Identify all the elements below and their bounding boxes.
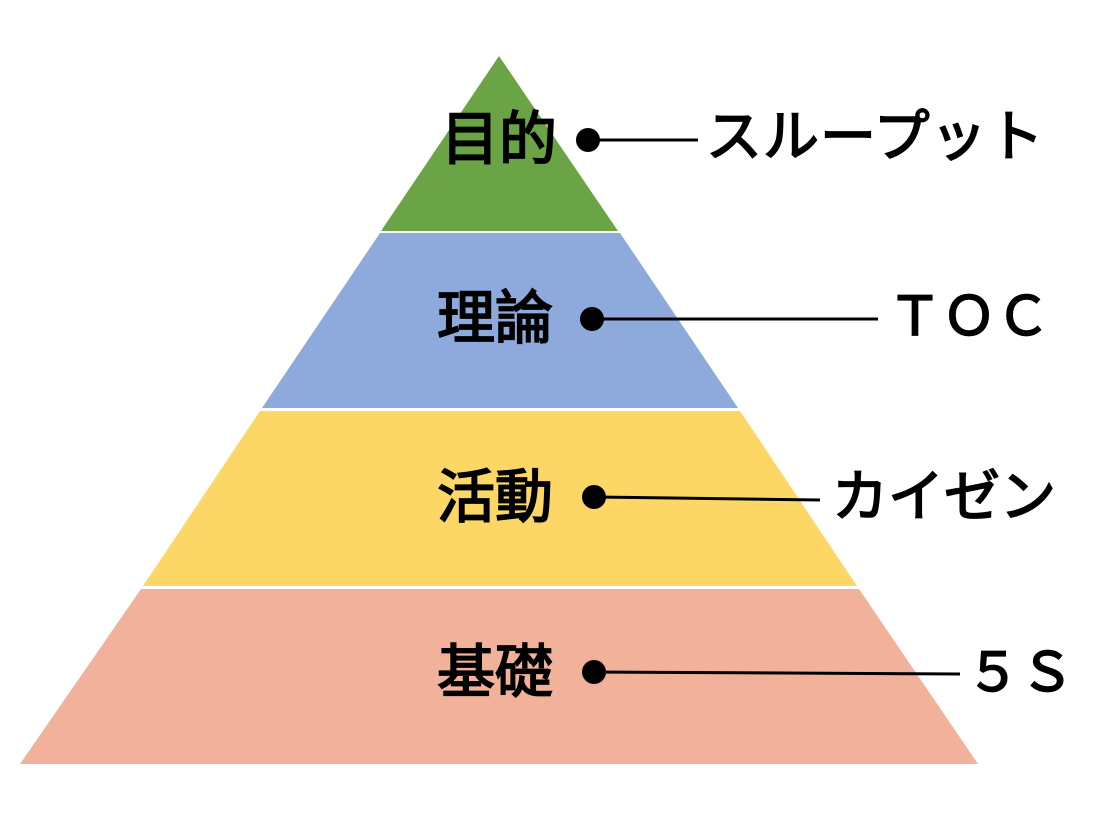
annotation-second: ＴＯＣ — [888, 285, 1050, 348]
connector-dot-top — [576, 128, 600, 152]
connector-line-third — [593, 495, 821, 502]
connector-line-bottom — [593, 670, 961, 676]
tier-label-bottom: 基礎 — [437, 638, 554, 706]
tier-third-shape — [143, 411, 857, 586]
tier-bottom-shape — [20, 589, 978, 764]
annotation-bottom: ５Ｓ — [966, 641, 1074, 704]
tier-label-second: 理論 — [437, 284, 554, 352]
connector-dot-third — [582, 485, 606, 509]
tier-second-shape — [262, 233, 738, 408]
annotation-third: カイゼン — [832, 465, 1056, 530]
tier-top-shape — [381, 56, 618, 231]
tier-label-third: 活動 — [437, 463, 554, 531]
tier-label-top: 目的 — [441, 105, 558, 173]
connector-dot-bottom — [582, 660, 606, 684]
connector-dot-second — [580, 307, 604, 331]
annotation-top: スループット — [706, 105, 1045, 170]
